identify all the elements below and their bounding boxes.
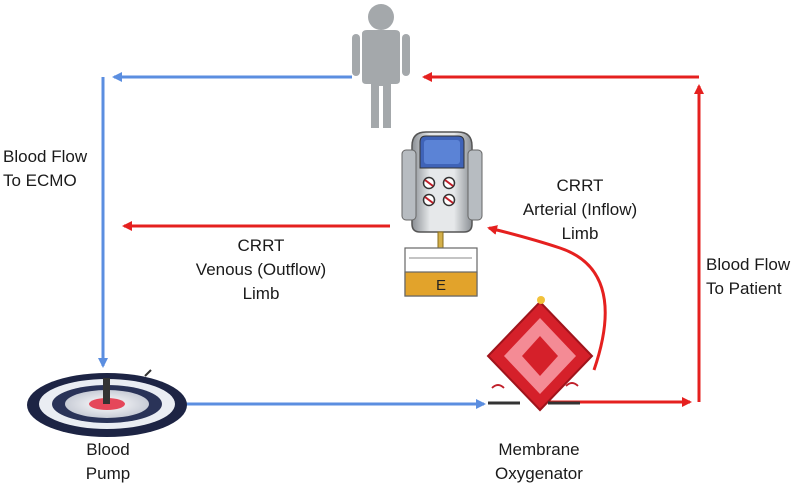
- crrt-machine: [401, 131, 483, 297]
- label-membrane-oxygenator: Membrane Oxygenator: [495, 440, 583, 483]
- label-blood-pump: Blood Pump: [85, 440, 131, 483]
- crrt-arterial-line: [487, 225, 607, 371]
- label-crrt-venous: CRRT Venous (Outflow) Limb: [195, 236, 327, 303]
- label-blood-flow-to-ecmo: Blood Flow To ECMO: [3, 147, 88, 190]
- label-crrt-arterial: CRRT Arterial (Inflow) Limb: [522, 176, 638, 243]
- patient-figure: [352, 4, 410, 128]
- blood-pump: [27, 369, 187, 437]
- label-blood-flow-to-patient: Blood Flow To Patient: [706, 255, 791, 298]
- membrane-oxygenator: [486, 296, 594, 412]
- crrt-device-letter: E: [436, 277, 446, 294]
